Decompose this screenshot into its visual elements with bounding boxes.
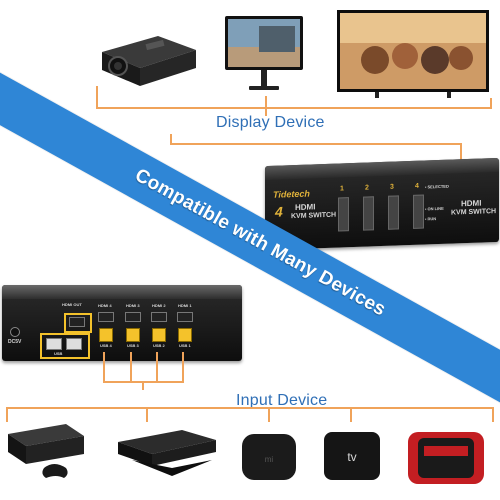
button-3[interactable] bbox=[388, 195, 399, 230]
brand-logo: Tidetech bbox=[273, 188, 310, 200]
projector-image bbox=[96, 30, 200, 92]
button-4[interactable] bbox=[413, 194, 424, 229]
display-device-label: Display Device bbox=[216, 114, 325, 131]
status-online: • ON LINE bbox=[425, 205, 444, 212]
hdmi-in-port-3 bbox=[125, 312, 141, 322]
button-1[interactable] bbox=[338, 197, 349, 232]
status-selected: • SELECTED bbox=[425, 183, 449, 190]
power-port bbox=[10, 327, 20, 337]
hdmi-in-port-2 bbox=[151, 312, 167, 322]
svg-text:tv: tv bbox=[347, 450, 356, 464]
usb-a-highlight bbox=[40, 333, 90, 359]
kvm-switch-back: DC5V HDMI OUT USB HDMI 4 HDMI 3 HDMI 2 H… bbox=[2, 285, 242, 361]
usb-b-port-1 bbox=[178, 328, 192, 342]
hdmi-out-port bbox=[69, 317, 85, 327]
game-console-image bbox=[4, 420, 90, 484]
usb-b-port-3 bbox=[126, 328, 140, 342]
media-player-image bbox=[402, 426, 490, 488]
usb-label-1: USB 1 bbox=[179, 343, 191, 348]
hdmi-out-label: HDMI OUT bbox=[62, 302, 82, 307]
model-line-2: KVM SWITCH bbox=[291, 211, 337, 221]
port-number-1: 1 bbox=[340, 185, 344, 193]
port-number-2: 2 bbox=[365, 184, 369, 192]
usb-label-2: USB 2 bbox=[153, 343, 165, 348]
port-number-4: 4 bbox=[415, 182, 419, 190]
usb-label-3: USB 3 bbox=[127, 343, 139, 348]
usb-label-4: USB 4 bbox=[100, 343, 112, 348]
hdmi-in-port-4 bbox=[98, 312, 114, 322]
button-2[interactable] bbox=[363, 196, 374, 231]
set-top-box-image bbox=[112, 420, 222, 484]
kvm-switch-front: Tidetech 4 HDMI KVM SWITCH 1 2 3 4 • SEL… bbox=[265, 157, 499, 251]
hdmi-label-3: HDMI 3 bbox=[126, 303, 140, 308]
hdmi-in-port-1 bbox=[177, 312, 193, 322]
status-run: • RUN bbox=[425, 216, 437, 222]
usb-a-label: USB bbox=[54, 351, 63, 356]
hdmi-label-1: HDMI 1 bbox=[178, 303, 192, 308]
usb-b-port-2 bbox=[152, 328, 166, 342]
dc-label: DC5V bbox=[8, 339, 22, 345]
tv-image bbox=[335, 8, 491, 100]
svg-text:mi: mi bbox=[265, 455, 274, 464]
hdmi-out-highlight bbox=[64, 313, 92, 333]
apple-tv-image: tv bbox=[322, 430, 382, 486]
port-number-3: 3 bbox=[390, 183, 394, 191]
model-line-1: HDMI bbox=[295, 202, 316, 213]
4k-badge: 4 bbox=[275, 203, 283, 220]
hdmi-label-4: HDMI 4 bbox=[98, 303, 112, 308]
tv-box-image: mi bbox=[240, 432, 298, 484]
monitor-image bbox=[223, 14, 305, 94]
side-line-1: HDMI bbox=[461, 198, 482, 209]
input-device-label: Input Device bbox=[236, 392, 328, 409]
usb-b-port-4 bbox=[99, 328, 113, 342]
usb-a-port-2 bbox=[66, 338, 82, 350]
usb-a-port-1 bbox=[46, 338, 62, 350]
side-line-2: KVM SWITCH bbox=[451, 208, 497, 217]
hdmi-label-2: HDMI 2 bbox=[152, 303, 166, 308]
